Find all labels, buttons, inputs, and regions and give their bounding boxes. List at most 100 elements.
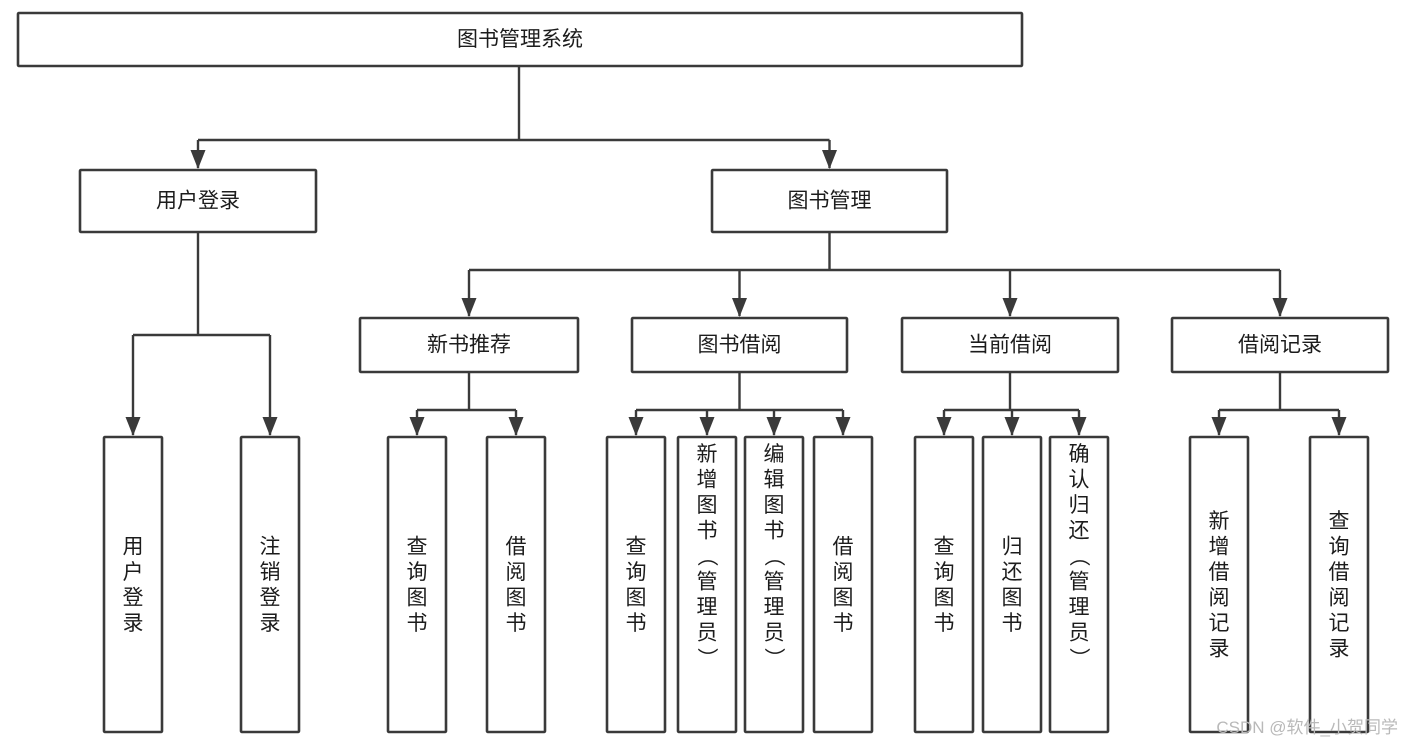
node-label-char: 书 (407, 612, 428, 635)
node-label-char: 书 (697, 520, 718, 543)
arrow-head-icon (1071, 417, 1087, 436)
node-l3-0-新书推荐[interactable]: 新书推荐 (358, 316, 580, 374)
node-label-char: 图 (697, 494, 718, 517)
node-label-char: 书 (506, 612, 527, 635)
arrow-head-icon (822, 150, 837, 169)
node-label-char: 管 (764, 571, 785, 594)
node-label-char: 图 (506, 587, 527, 610)
node-rect (485, 435, 547, 734)
node-label: 借阅记录 (1238, 334, 1322, 357)
connector-layer (125, 66, 1347, 436)
node-label-char: 还 (1069, 520, 1090, 543)
node-label-char: 新 (697, 443, 718, 466)
node-label-char: 新 (1209, 510, 1230, 533)
node-leaf-0-用户登录[interactable]: 用户登录 (102, 435, 164, 734)
node-label-char: 注 (260, 536, 281, 559)
node-label: 图书管理系统 (457, 28, 583, 51)
node-label-char: 认 (1069, 469, 1090, 492)
node-l2-1-图书管理[interactable]: 图书管理 (710, 168, 949, 234)
node-rect (1170, 316, 1390, 374)
node-l3-3-借阅记录[interactable]: 借阅记录 (1170, 316, 1390, 374)
node-label-char: 确 (1069, 443, 1090, 466)
node-label-char: 增 (697, 469, 718, 492)
node-rect (16, 11, 1024, 68)
node-label-char: 图 (626, 587, 647, 610)
arrow-head-icon (835, 417, 851, 436)
node-l2-0-用户登录[interactable]: 用户登录 (78, 168, 318, 234)
node-rect (630, 316, 849, 374)
node-label-char: 还 (1002, 561, 1023, 584)
node-label-char: 归 (1069, 494, 1090, 517)
node-label-char: 记 (1209, 612, 1230, 635)
node-label-char: 员 (764, 622, 785, 645)
node-label-char: 阅 (506, 561, 527, 584)
node-label-char: 书 (833, 612, 854, 635)
node-label: 新书推荐 (427, 334, 511, 357)
node-label-char: 查 (934, 536, 955, 559)
node-rect (676, 435, 738, 734)
node-label: 当前借阅 (968, 334, 1052, 357)
node-label-char: 借 (506, 536, 527, 559)
node-label: 图书管理 (788, 190, 872, 213)
arrow-head-icon (628, 417, 644, 436)
node-label-char: （ (1067, 546, 1090, 567)
arrow-head-icon (732, 298, 747, 317)
node-label-char: 理 (1069, 596, 1090, 619)
node-label-char: 图 (764, 494, 785, 517)
node-label-char: 借 (833, 536, 854, 559)
node-rect (358, 316, 580, 374)
node-label-char: 书 (934, 612, 955, 635)
node-rect (78, 168, 318, 234)
node-rect (981, 435, 1043, 734)
node-label-char: 录 (1329, 638, 1350, 661)
node-label-char: 录 (260, 612, 281, 635)
node-rect (102, 435, 164, 734)
node-rect (743, 435, 805, 734)
arrow-head-icon (125, 417, 141, 436)
node-label-char: 员 (697, 622, 718, 645)
node-label-char: 询 (407, 561, 428, 584)
arrow-head-icon (1211, 417, 1227, 436)
node-label-char: 书 (764, 520, 785, 543)
node-label-char: 书 (626, 612, 647, 635)
node-layer: 图书管理系统用户登录图书管理新书推荐图书借阅当前借阅借阅记录用户登录注销登录查询… (16, 11, 1390, 734)
node-rect (812, 435, 874, 734)
node-label-char: 录 (1209, 638, 1230, 661)
node-label-char: 查 (1329, 510, 1350, 533)
node-l3-1-图书借阅[interactable]: 图书借阅 (630, 316, 849, 374)
node-label-char: 员 (1069, 622, 1090, 645)
node-label-char: 辑 (764, 469, 785, 492)
arrow-head-icon (190, 150, 206, 169)
node-label-char: ） (695, 648, 718, 669)
node-label-char: 理 (697, 596, 718, 619)
node-label-char: 录 (123, 612, 144, 635)
arrow-head-icon (1272, 298, 1288, 317)
arrow-head-icon (508, 417, 524, 436)
node-label-char: 图 (407, 587, 428, 610)
node-label-char: （ (695, 546, 718, 567)
node-rect (1308, 435, 1370, 734)
node-rect (900, 316, 1120, 374)
node-rect (239, 435, 301, 734)
node-root-system[interactable]: 图书管理系统 (16, 11, 1024, 68)
node-rect (710, 168, 949, 234)
node-label-char: 查 (407, 536, 428, 559)
node-label-char: 询 (626, 561, 647, 584)
node-l3-2-当前借阅[interactable]: 当前借阅 (900, 316, 1120, 374)
node-label-char: 编 (764, 443, 785, 466)
node-label-char: （ (762, 546, 785, 567)
